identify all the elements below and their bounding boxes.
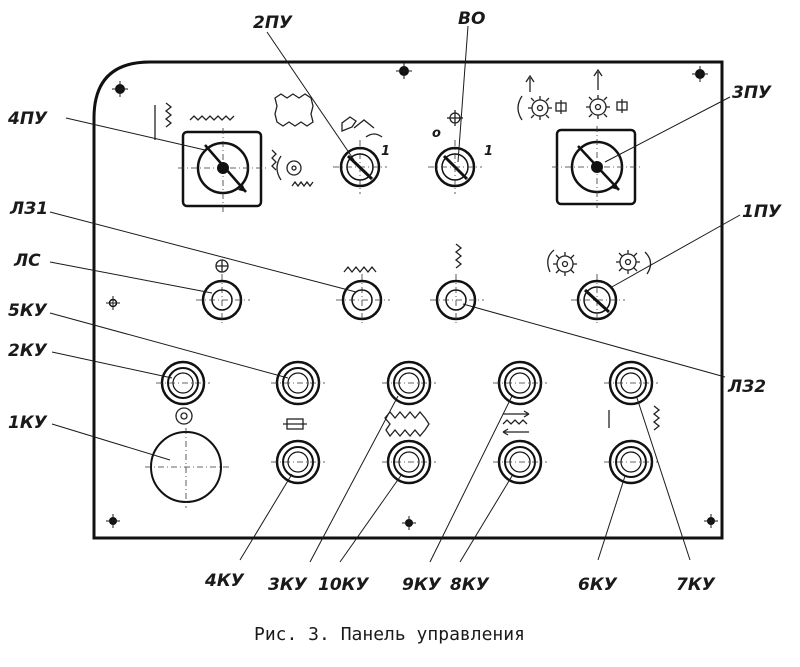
label-9ku: 9КУ: [402, 575, 442, 595]
label-6ku: 6КУ: [578, 575, 618, 595]
mount-screw-icon: [402, 516, 416, 530]
switch-4pu: [178, 128, 268, 212]
button-8ku: [493, 439, 547, 485]
mount-screw-icon: [704, 514, 718, 528]
label-lz2: ЛЗ2: [727, 377, 766, 397]
label-8ku: 8КУ: [450, 575, 490, 595]
label-vo: ВО: [458, 9, 485, 29]
feed-symbol-icon: [154, 93, 314, 188]
figure-caption: Рис. 3. Панель управления: [254, 624, 525, 645]
position-mark: 1: [381, 144, 390, 159]
motor-symbol-icon: [175, 405, 661, 438]
button-4ku: [271, 439, 325, 485]
mount-screw-icon: [106, 514, 120, 528]
label-1ku: 1КУ: [8, 413, 48, 433]
label-7ku: 7КУ: [676, 575, 716, 595]
lamp-ls: [196, 259, 250, 326]
button-7ku: [604, 360, 658, 406]
switch-3pu: [552, 126, 642, 208]
lamp-lz1: [336, 265, 390, 326]
label-3pu: 3ПУ: [732, 83, 772, 103]
mount-screw-icon: [112, 81, 128, 97]
label-4pu: 4ПУ: [7, 109, 48, 129]
label-2ku: 2КУ: [8, 341, 48, 361]
button-6ku: [604, 439, 658, 485]
panel-outline: [92, 60, 724, 540]
button-2ku: [156, 360, 210, 406]
label-2pu: 2ПУ: [253, 13, 293, 33]
position-mark: о: [432, 126, 441, 141]
button-1ku: [145, 428, 232, 508]
label-4ku: 4КУ: [204, 571, 245, 591]
label-1pu: 1ПУ: [742, 202, 782, 222]
label-10ku: 10КУ: [318, 575, 370, 595]
spindle-symbol-icon: [517, 68, 628, 121]
switch-vo: [428, 110, 482, 194]
mount-screw-icon: [692, 66, 708, 82]
button-10ku: [382, 439, 436, 485]
button-5ku: [271, 360, 325, 406]
label-lz1: ЛЗ1: [9, 199, 48, 219]
switch-2pu: [333, 116, 387, 194]
button-3ku: [382, 360, 436, 406]
mount-screw-icon: [396, 63, 412, 79]
button-9ku: [493, 360, 547, 406]
position-mark: 1: [484, 144, 493, 159]
label-5ku: 5КУ: [8, 301, 48, 321]
mount-screw-icon: [106, 296, 120, 310]
switch-1pu: [547, 249, 652, 326]
label-ls: ЛС: [13, 251, 41, 271]
label-3ku: 3КУ: [268, 575, 308, 595]
leader-lines: [49, 25, 741, 563]
lamp-lz2: [430, 243, 484, 326]
